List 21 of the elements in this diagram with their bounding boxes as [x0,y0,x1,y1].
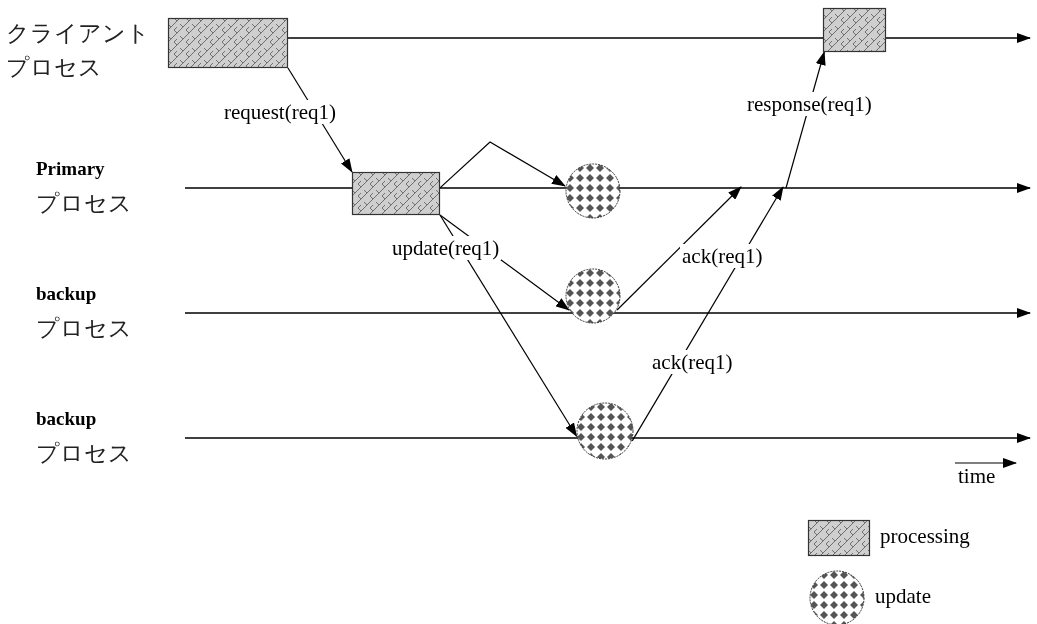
process-label: backup プロセス [36,400,146,470]
update-circle [576,402,634,460]
update-circle [565,268,621,324]
edge-label: ack(req1) [680,244,765,268]
arrow [439,141,566,189]
legend-label: processing [879,524,971,548]
process-label: クライアントプロセス [6,16,156,84]
arrow [616,186,742,311]
axis-label: time [957,464,997,488]
process-label: backup プロセス [36,275,146,345]
processing-box [823,8,886,52]
processing-box [168,18,288,68]
legend-label: update [874,584,932,608]
processing-box [352,172,440,215]
process-label: Primary プロセス [36,150,146,220]
update-circle [565,163,621,219]
edge-label: update(req1) [390,236,502,260]
edge-label: request(req1) [222,100,338,124]
edge-label: ack(req1) [650,350,735,374]
arrow [439,214,578,438]
edge-label: response(req1) [745,92,874,116]
